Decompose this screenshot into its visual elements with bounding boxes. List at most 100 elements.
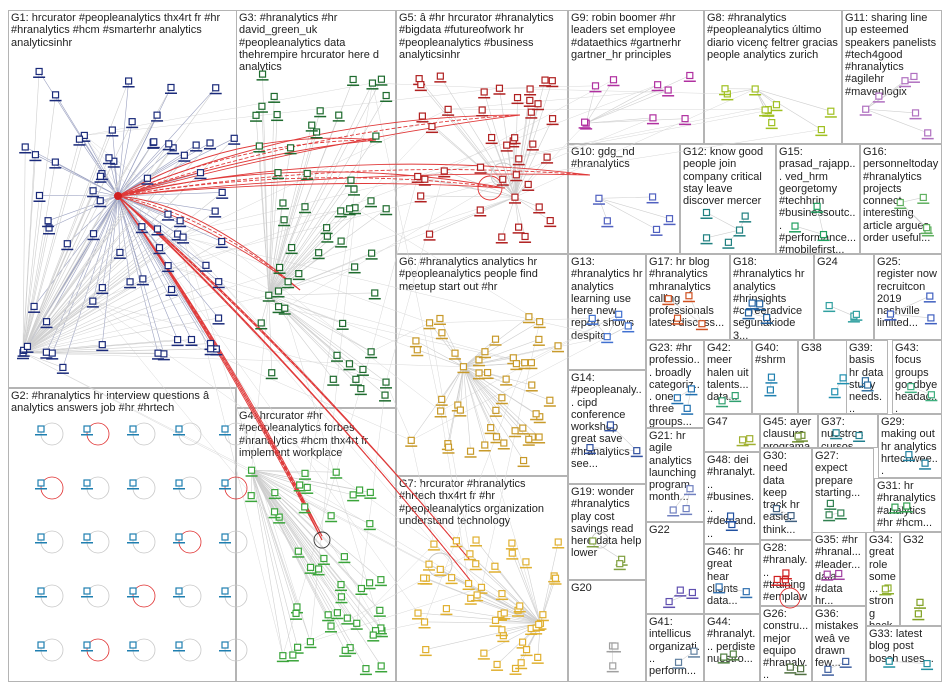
node-label-bar	[532, 344, 545, 346]
node-g20	[611, 642, 619, 650]
node-label-bar	[472, 364, 485, 367]
node-label-bar	[671, 323, 684, 325]
node-label-bar	[484, 432, 497, 435]
node-g1	[128, 118, 136, 126]
node-label-bar	[519, 241, 532, 243]
node-g15	[791, 222, 799, 230]
node-label-bar	[700, 217, 713, 219]
group-label: G33: latest blog post bosch uses...	[869, 628, 934, 665]
node-g6	[519, 456, 528, 465]
node-label-bar	[350, 628, 363, 630]
node-g2	[37, 587, 45, 595]
node-label-bar	[177, 242, 190, 244]
node-g3	[347, 176, 355, 184]
node-label-bar	[284, 152, 297, 155]
node-g21	[686, 485, 694, 493]
node-g1	[164, 261, 172, 270]
node-g1	[105, 154, 113, 162]
node-label-bar	[40, 357, 53, 359]
node-g11	[875, 92, 883, 100]
node-g1	[218, 188, 226, 196]
node-label-bar	[683, 80, 696, 83]
node-label-bar	[883, 666, 896, 668]
node-label-bar	[199, 270, 212, 272]
node-g4	[303, 483, 311, 492]
node-g3	[273, 110, 281, 119]
node-label-bar	[414, 89, 427, 92]
node-g10	[648, 193, 657, 201]
node-label-bar	[411, 354, 424, 357]
node-g1	[155, 244, 164, 252]
node-g1	[207, 345, 215, 353]
node-g38	[839, 374, 847, 382]
node-label-bar	[495, 242, 508, 244]
node-g26	[797, 665, 805, 673]
node-g3	[265, 291, 273, 299]
node-label-bar	[341, 623, 354, 625]
node-label-bar	[525, 367, 538, 370]
node-label-bar	[87, 238, 100, 241]
node-label-bar	[680, 513, 693, 516]
node-g7	[498, 589, 506, 598]
node-label-bar	[601, 341, 614, 344]
node-g12	[724, 238, 733, 246]
node-label-bar	[753, 308, 766, 311]
node-label-bar	[87, 195, 100, 198]
node-g1	[160, 350, 168, 358]
node-g7	[491, 616, 500, 624]
node-g6	[546, 396, 554, 404]
node-g9	[664, 86, 672, 94]
node-label-bar	[94, 181, 107, 183]
node-label-bar	[589, 90, 602, 93]
node-g3	[312, 128, 321, 136]
group-label: G48: dei #hranalyt... #busines... #deman…	[707, 454, 756, 540]
node-label-bar	[839, 666, 852, 668]
node-label-bar	[364, 497, 377, 499]
node-g37	[855, 431, 863, 440]
node-label-bar	[276, 660, 289, 663]
group-label: G22	[649, 524, 670, 536]
node-label-bar	[126, 126, 139, 129]
node-label-bar	[245, 475, 258, 477]
node-label-bar	[434, 574, 447, 576]
node-g2	[175, 587, 183, 595]
node-label-bar	[81, 542, 93, 544]
node-label-bar	[171, 239, 184, 241]
node-label-bar	[219, 542, 231, 544]
node-g6	[438, 329, 446, 337]
node-label-bar	[464, 456, 477, 458]
node-label-bar	[299, 478, 312, 480]
node-g4	[357, 584, 366, 593]
node-label-bar	[894, 207, 907, 210]
node-g3	[346, 205, 354, 213]
node-label-bar	[335, 601, 348, 604]
node-g3	[258, 70, 267, 78]
node-g12	[741, 212, 749, 220]
node-label-bar	[733, 235, 746, 237]
node-g36	[842, 657, 850, 666]
node-label-bar	[489, 415, 502, 417]
node-g45	[794, 432, 802, 440]
node-g4	[327, 512, 335, 520]
node-g6	[532, 410, 540, 418]
node-label-bar	[375, 670, 388, 673]
node-g1	[139, 275, 147, 283]
node-label-bar	[136, 283, 149, 286]
node-g4	[369, 631, 377, 639]
node-g5	[524, 180, 532, 189]
node-g25	[926, 292, 934, 300]
node-g1	[174, 336, 182, 344]
node-label-bar	[716, 405, 729, 408]
node-g8	[768, 119, 776, 127]
group-label: G9: robin boomer #hr leaders set employe…	[571, 12, 685, 61]
node-label-bar	[832, 578, 845, 581]
node-label-bar	[495, 634, 508, 637]
node-g1	[75, 135, 84, 143]
node-label-bar	[607, 84, 620, 87]
node-g5	[495, 84, 504, 92]
node-label-bar	[356, 374, 369, 376]
node-label-bar	[256, 79, 269, 81]
node-g2	[37, 479, 45, 487]
node-g35	[823, 570, 831, 578]
